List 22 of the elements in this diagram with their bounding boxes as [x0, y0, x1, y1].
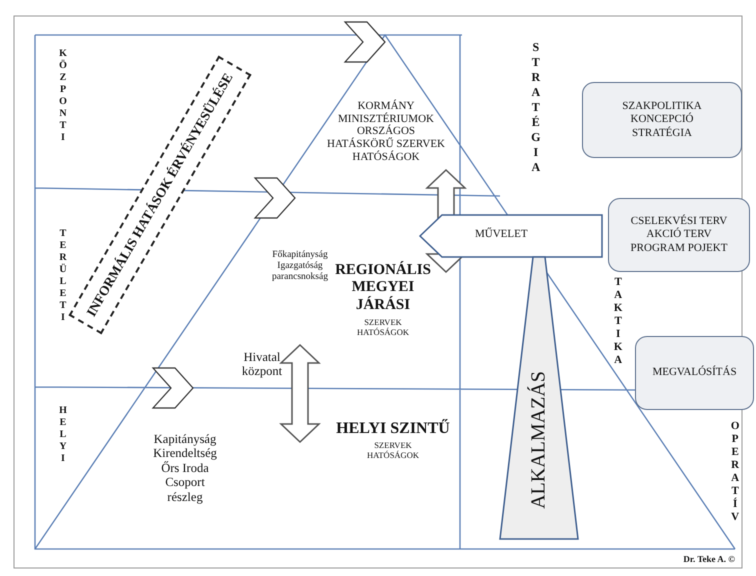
- level-text: Főkapitányság Igazgatóság parancsnokság: [272, 250, 328, 283]
- level-label: STRATÉGIA: [528, 40, 542, 175]
- triangle-shape: [500, 257, 578, 539]
- text-box: MEGVALÓSÍTÁS: [635, 336, 754, 410]
- level-label: HELYI: [57, 405, 68, 465]
- level-label: OPERATÍV: [728, 420, 742, 524]
- text-box: SZAKPOLITIKA KONCEPCIÓ STRATÉGIA: [582, 82, 742, 158]
- level-text: SZERVEK HATÓSÁGOK: [357, 318, 409, 338]
- text-box: CSELEKVÉSI TERV AKCIÓ TERV PROGRAM POJEKT: [608, 198, 750, 272]
- level-label: TAKTIKA: [612, 276, 624, 367]
- level-text: REGIONÁLIS MEGYEI JÁRÁSI: [335, 262, 431, 314]
- level-text: Kapitányság Kirendeltség Őrs Iroda Csoport részleg: [153, 432, 217, 504]
- level-text: HELYI SZINTŰ: [335, 420, 451, 438]
- level-label: TERÜLETI: [57, 228, 68, 324]
- rotated-label: ALKALMAZÁS: [528, 371, 550, 510]
- level-text: KORMÁNY MINISZTÉRIUMOK ORSZÁGOS HATÁSKÖRŰ SZERVEK HATÓSÁGOK: [326, 100, 446, 164]
- level-text: Hivatal központ: [242, 350, 282, 379]
- author-credit: Dr. Teke A. ©: [683, 554, 735, 564]
- box-label: MŰVELET: [475, 228, 528, 240]
- level-text: SZERVEK HATÓSÁGOK: [367, 441, 419, 461]
- level-label: KÖZPONTI: [57, 48, 68, 144]
- pointer-box: [420, 215, 602, 257]
